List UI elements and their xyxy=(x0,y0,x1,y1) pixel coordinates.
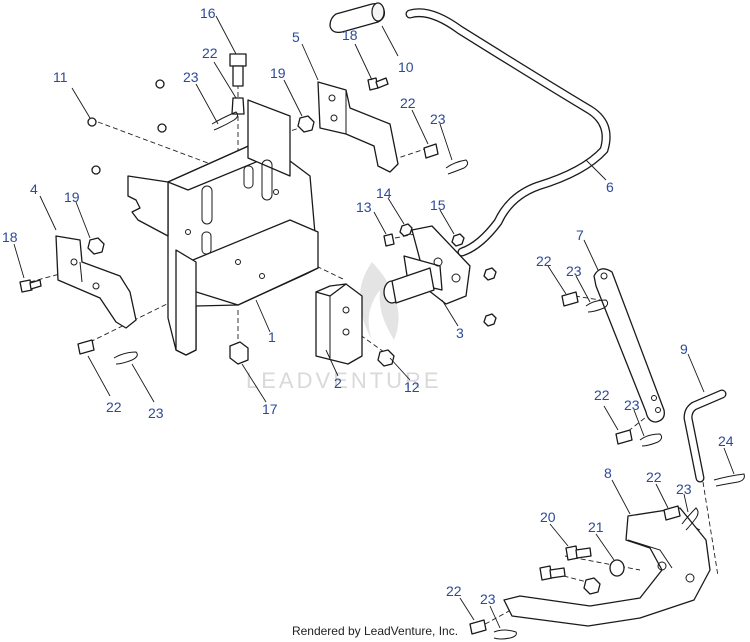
callout-22-bl: 22 xyxy=(106,399,122,415)
callout-17: 17 xyxy=(262,401,278,417)
nut-14 xyxy=(399,223,413,237)
nut-15 xyxy=(451,233,465,247)
left-bracket-part-4 xyxy=(55,235,137,329)
cotter-pin-r3 xyxy=(681,507,699,531)
nuts xyxy=(87,115,625,595)
cotter-pin-bl xyxy=(113,351,138,365)
bolt-18-top xyxy=(367,77,389,91)
bolt-13 xyxy=(383,233,395,247)
l-pin-part-9 xyxy=(683,389,727,483)
bolt-20-b xyxy=(539,565,566,581)
clevis-pin-r2 xyxy=(615,429,633,445)
callout-1: 1 xyxy=(268,329,276,345)
callout-23-r1: 23 xyxy=(566,263,582,279)
callout-6: 6 xyxy=(606,179,614,195)
callout-22-r1: 22 xyxy=(536,253,552,269)
callout-22-r2: 22 xyxy=(594,387,610,403)
watermark-text: LEADVENTURE xyxy=(246,368,442,393)
callout-23-mid: 23 xyxy=(430,111,446,127)
bolt-16 xyxy=(229,53,247,87)
callout-9: 9 xyxy=(680,341,688,357)
nut-19-left xyxy=(87,237,105,255)
callout-16: 16 xyxy=(200,5,216,21)
nut-17 xyxy=(229,341,249,365)
callout-14: 14 xyxy=(376,185,392,201)
nut-3-b xyxy=(483,313,497,327)
callout-23-r3: 23 xyxy=(676,481,692,497)
callout-4: 4 xyxy=(30,181,38,197)
callout-23-r2: 23 xyxy=(624,397,640,413)
upper-bracket-part-5 xyxy=(317,81,399,173)
clevis-pin-r3 xyxy=(663,505,681,521)
callout-22-top: 22 xyxy=(202,45,218,61)
bolt-11-group xyxy=(87,79,167,175)
nut-12 xyxy=(377,349,395,367)
pivot-assembly-part-3 xyxy=(383,225,471,305)
nut-19-top xyxy=(297,115,315,133)
bolts xyxy=(19,53,592,581)
callout-18-top: 18 xyxy=(342,27,358,43)
clevis-pin-r1 xyxy=(561,291,579,307)
hair-pin-24 xyxy=(713,473,745,487)
callouts: 16 22 23 11 5 18 19 10 22 23 6 4 19 18 1… xyxy=(2,5,734,607)
bolt-20-a xyxy=(565,545,592,561)
cotter-pin-r2 xyxy=(639,433,663,447)
clevis-pin-bl xyxy=(77,339,95,355)
callout-22-mid: 22 xyxy=(400,95,416,111)
callout-18-left: 18 xyxy=(2,229,18,245)
nut-20-group xyxy=(583,577,601,595)
callout-22-r3: 22 xyxy=(646,469,662,485)
callout-2: 2 xyxy=(334,375,342,391)
clevis-pins xyxy=(77,97,681,635)
callout-10: 10 xyxy=(398,59,414,75)
handle-grip-part-10 xyxy=(329,2,386,34)
callout-3: 3 xyxy=(456,325,464,341)
nut-3-a xyxy=(483,267,497,281)
callout-7: 7 xyxy=(576,227,584,243)
callout-8: 8 xyxy=(604,465,612,481)
callout-19-top: 19 xyxy=(270,65,286,81)
callout-23-bl: 23 xyxy=(148,405,164,421)
render-credit: Rendered by LeadVenture, Inc. xyxy=(291,624,459,638)
washer-21 xyxy=(609,559,625,577)
callout-13: 13 xyxy=(356,199,372,215)
watermark: LEADVENTURE xyxy=(246,262,442,393)
callout-24: 24 xyxy=(718,433,734,449)
clevis-pin-mid xyxy=(423,143,439,159)
clevis-pin-top xyxy=(231,97,245,115)
assembly-lines xyxy=(29,68,719,629)
cotter-pin-mid xyxy=(445,159,469,175)
main-bracket-part-1 xyxy=(127,99,319,356)
callout-15: 15 xyxy=(430,197,446,213)
cotter-pin-bot xyxy=(493,629,517,640)
angle-plate-part-2 xyxy=(315,283,363,365)
bolt-18-left xyxy=(19,279,42,293)
cotter-pin-top xyxy=(211,111,239,131)
lower-arm-part-8 xyxy=(503,507,711,627)
link-bar-part-7 xyxy=(593,268,665,423)
callout-20: 20 xyxy=(540,509,556,525)
watermark-flame-icon xyxy=(359,262,399,340)
callout-22-bot: 22 xyxy=(446,583,462,599)
leader-lines xyxy=(13,15,735,629)
callout-23-top: 23 xyxy=(183,69,199,85)
callout-19-left: 19 xyxy=(64,189,80,205)
callout-12: 12 xyxy=(404,379,420,395)
callout-21: 21 xyxy=(588,519,604,535)
clevis-pin-bot xyxy=(469,619,487,635)
callout-5: 5 xyxy=(292,29,300,45)
cotter-pin-r1 xyxy=(585,299,609,313)
lift-handle-part-6 xyxy=(405,8,611,257)
callout-23-bot: 23 xyxy=(480,591,496,607)
cotter-pins xyxy=(113,111,745,640)
callout-11: 11 xyxy=(53,69,68,85)
